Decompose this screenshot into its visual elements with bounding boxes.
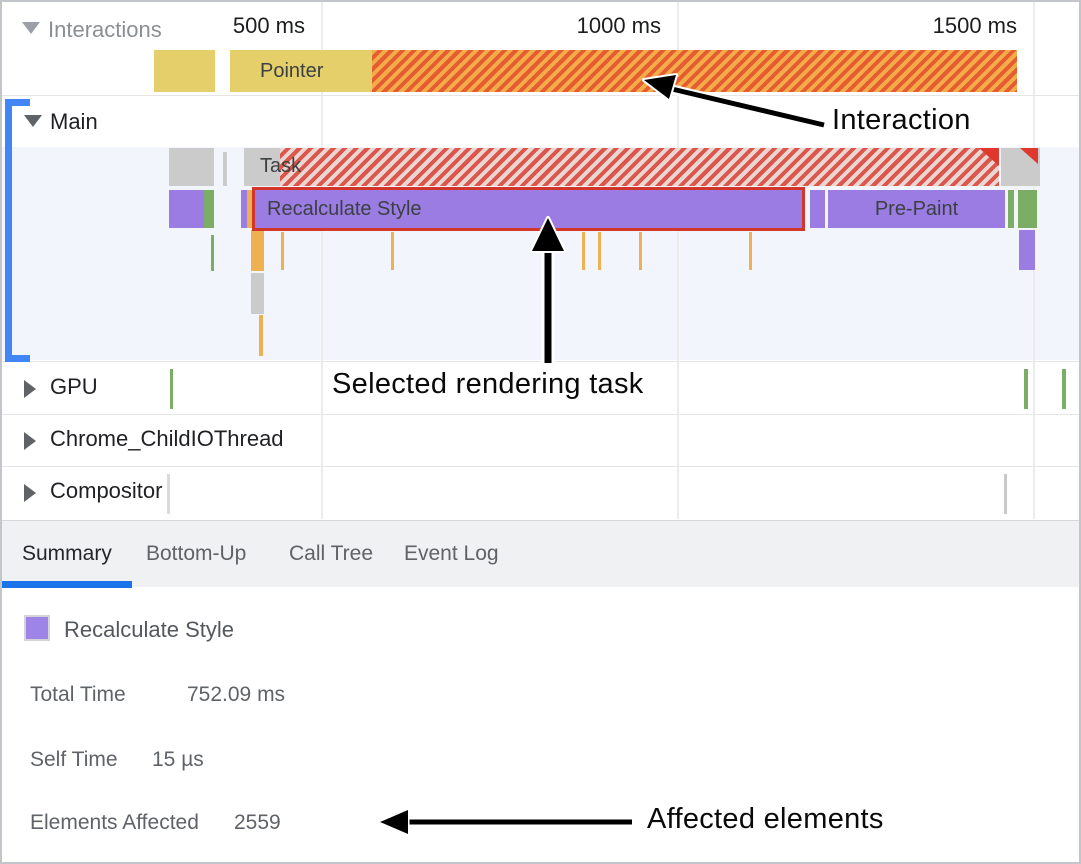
summary-row-value: 752.09 ms [187,683,286,706]
pre-paint-bar[interactable]: Pre-Paint [828,190,1005,228]
painting-event-bar[interactable] [1008,190,1014,228]
system-event-bar[interactable] [247,190,252,228]
row-separator [2,95,1079,96]
annotation-interaction: Interaction [832,104,971,136]
rendering-event-bar[interactable] [1019,230,1035,270]
gpu-track-label[interactable]: GPU [50,374,98,399]
system-event-tick[interactable] [281,232,284,270]
event-color-swatch [24,615,50,641]
painting-event-tick[interactable] [211,235,214,271]
long-task-striped-region [280,148,999,186]
system-event-tick[interactable] [259,315,263,356]
task-event-bar[interactable] [223,152,227,186]
rendering-event-bar[interactable] [169,190,204,228]
main-track-label[interactable]: Main [50,109,98,134]
painting-event-bar[interactable] [1018,190,1037,228]
row-separator [2,361,1079,362]
tab-summary[interactable]: Summary [22,542,112,565]
time-label-1000: 1000 ms [576,13,661,38]
long-task-warning-icon [979,148,999,166]
system-event-tick[interactable] [639,232,642,270]
selected-range-bracket-bottom [5,355,30,362]
long-task-bar[interactable]: Task [244,148,999,186]
compositor-event-tick[interactable] [167,474,170,514]
pointer-interaction-striped-bar[interactable] [372,50,1017,92]
system-event-bar[interactable] [251,230,264,271]
system-event-tick[interactable] [582,232,585,270]
row-separator [2,414,1079,415]
recalculate-style-selected-bar[interactable]: Recalculate Style [252,187,805,231]
time-gridline [677,2,679,519]
interactions-track-label[interactable]: Interactions [48,17,162,42]
gpu-event-tick[interactable] [1024,369,1028,409]
pointer-interaction-label: Pointer [260,60,324,82]
compositor-event-tick[interactable] [1004,474,1007,514]
child-io-track-label[interactable]: Chrome_ChildIOThread [50,426,284,451]
summary-row-value: 2559 [234,811,281,834]
selected-tab-underline [2,581,132,588]
main-expander-icon[interactable] [24,115,42,127]
pointer-interaction-bar[interactable]: Pointer [230,50,372,92]
interaction-event-bar[interactable] [154,50,215,92]
row-separator [2,466,1079,467]
affected-elements-arrow-icon [378,808,632,836]
task-warning-icon [1020,148,1038,164]
tab-bottom-up[interactable]: Bottom-Up [146,542,247,565]
summary-row-label: Self Time [30,748,118,771]
annotation-affected-elements: Affected elements [647,803,884,835]
task-event-bar[interactable] [169,148,214,186]
details-tabbar: Summary Bottom-Up Call Tree Event Log [2,520,1079,588]
compositor-track-label[interactable]: Compositor [50,478,163,503]
compositor-expander-icon[interactable] [24,484,36,502]
rendering-event-bar[interactable] [810,190,825,228]
gpu-event-tick[interactable] [1062,369,1066,409]
long-task-label: Task [260,155,302,177]
time-gridline [321,2,323,519]
rendering-event-bar[interactable] [241,190,247,228]
time-label-500: 500 ms [232,13,305,38]
pre-paint-label: Pre-Paint [874,198,959,220]
selected-range-bracket-top [5,99,30,106]
summary-row-value: 15 µs [152,748,204,771]
time-label-1500: 1500 ms [932,13,1017,38]
task-child-event-bar[interactable] [251,273,264,314]
summary-row-label: Elements Affected [30,811,199,834]
tab-call-tree[interactable]: Call Tree [289,542,374,565]
child-io-expander-icon[interactable] [24,432,36,450]
tab-event-log[interactable]: Event Log [404,542,499,565]
system-event-tick[interactable] [391,232,394,270]
painting-event-bar[interactable] [204,190,214,228]
system-event-tick[interactable] [749,232,752,270]
gpu-expander-icon[interactable] [24,380,36,398]
gpu-event-tick[interactable] [170,369,173,409]
annotation-selected-task: Selected rendering task [332,368,644,400]
summary-row-label: Total Time [30,683,126,706]
interactions-expander-icon[interactable] [22,22,40,34]
selected-range-bracket [5,99,12,362]
system-event-tick[interactable] [598,232,601,270]
recalculate-style-label: Recalculate Style [267,198,422,220]
summary-title: Recalculate Style [64,617,234,642]
